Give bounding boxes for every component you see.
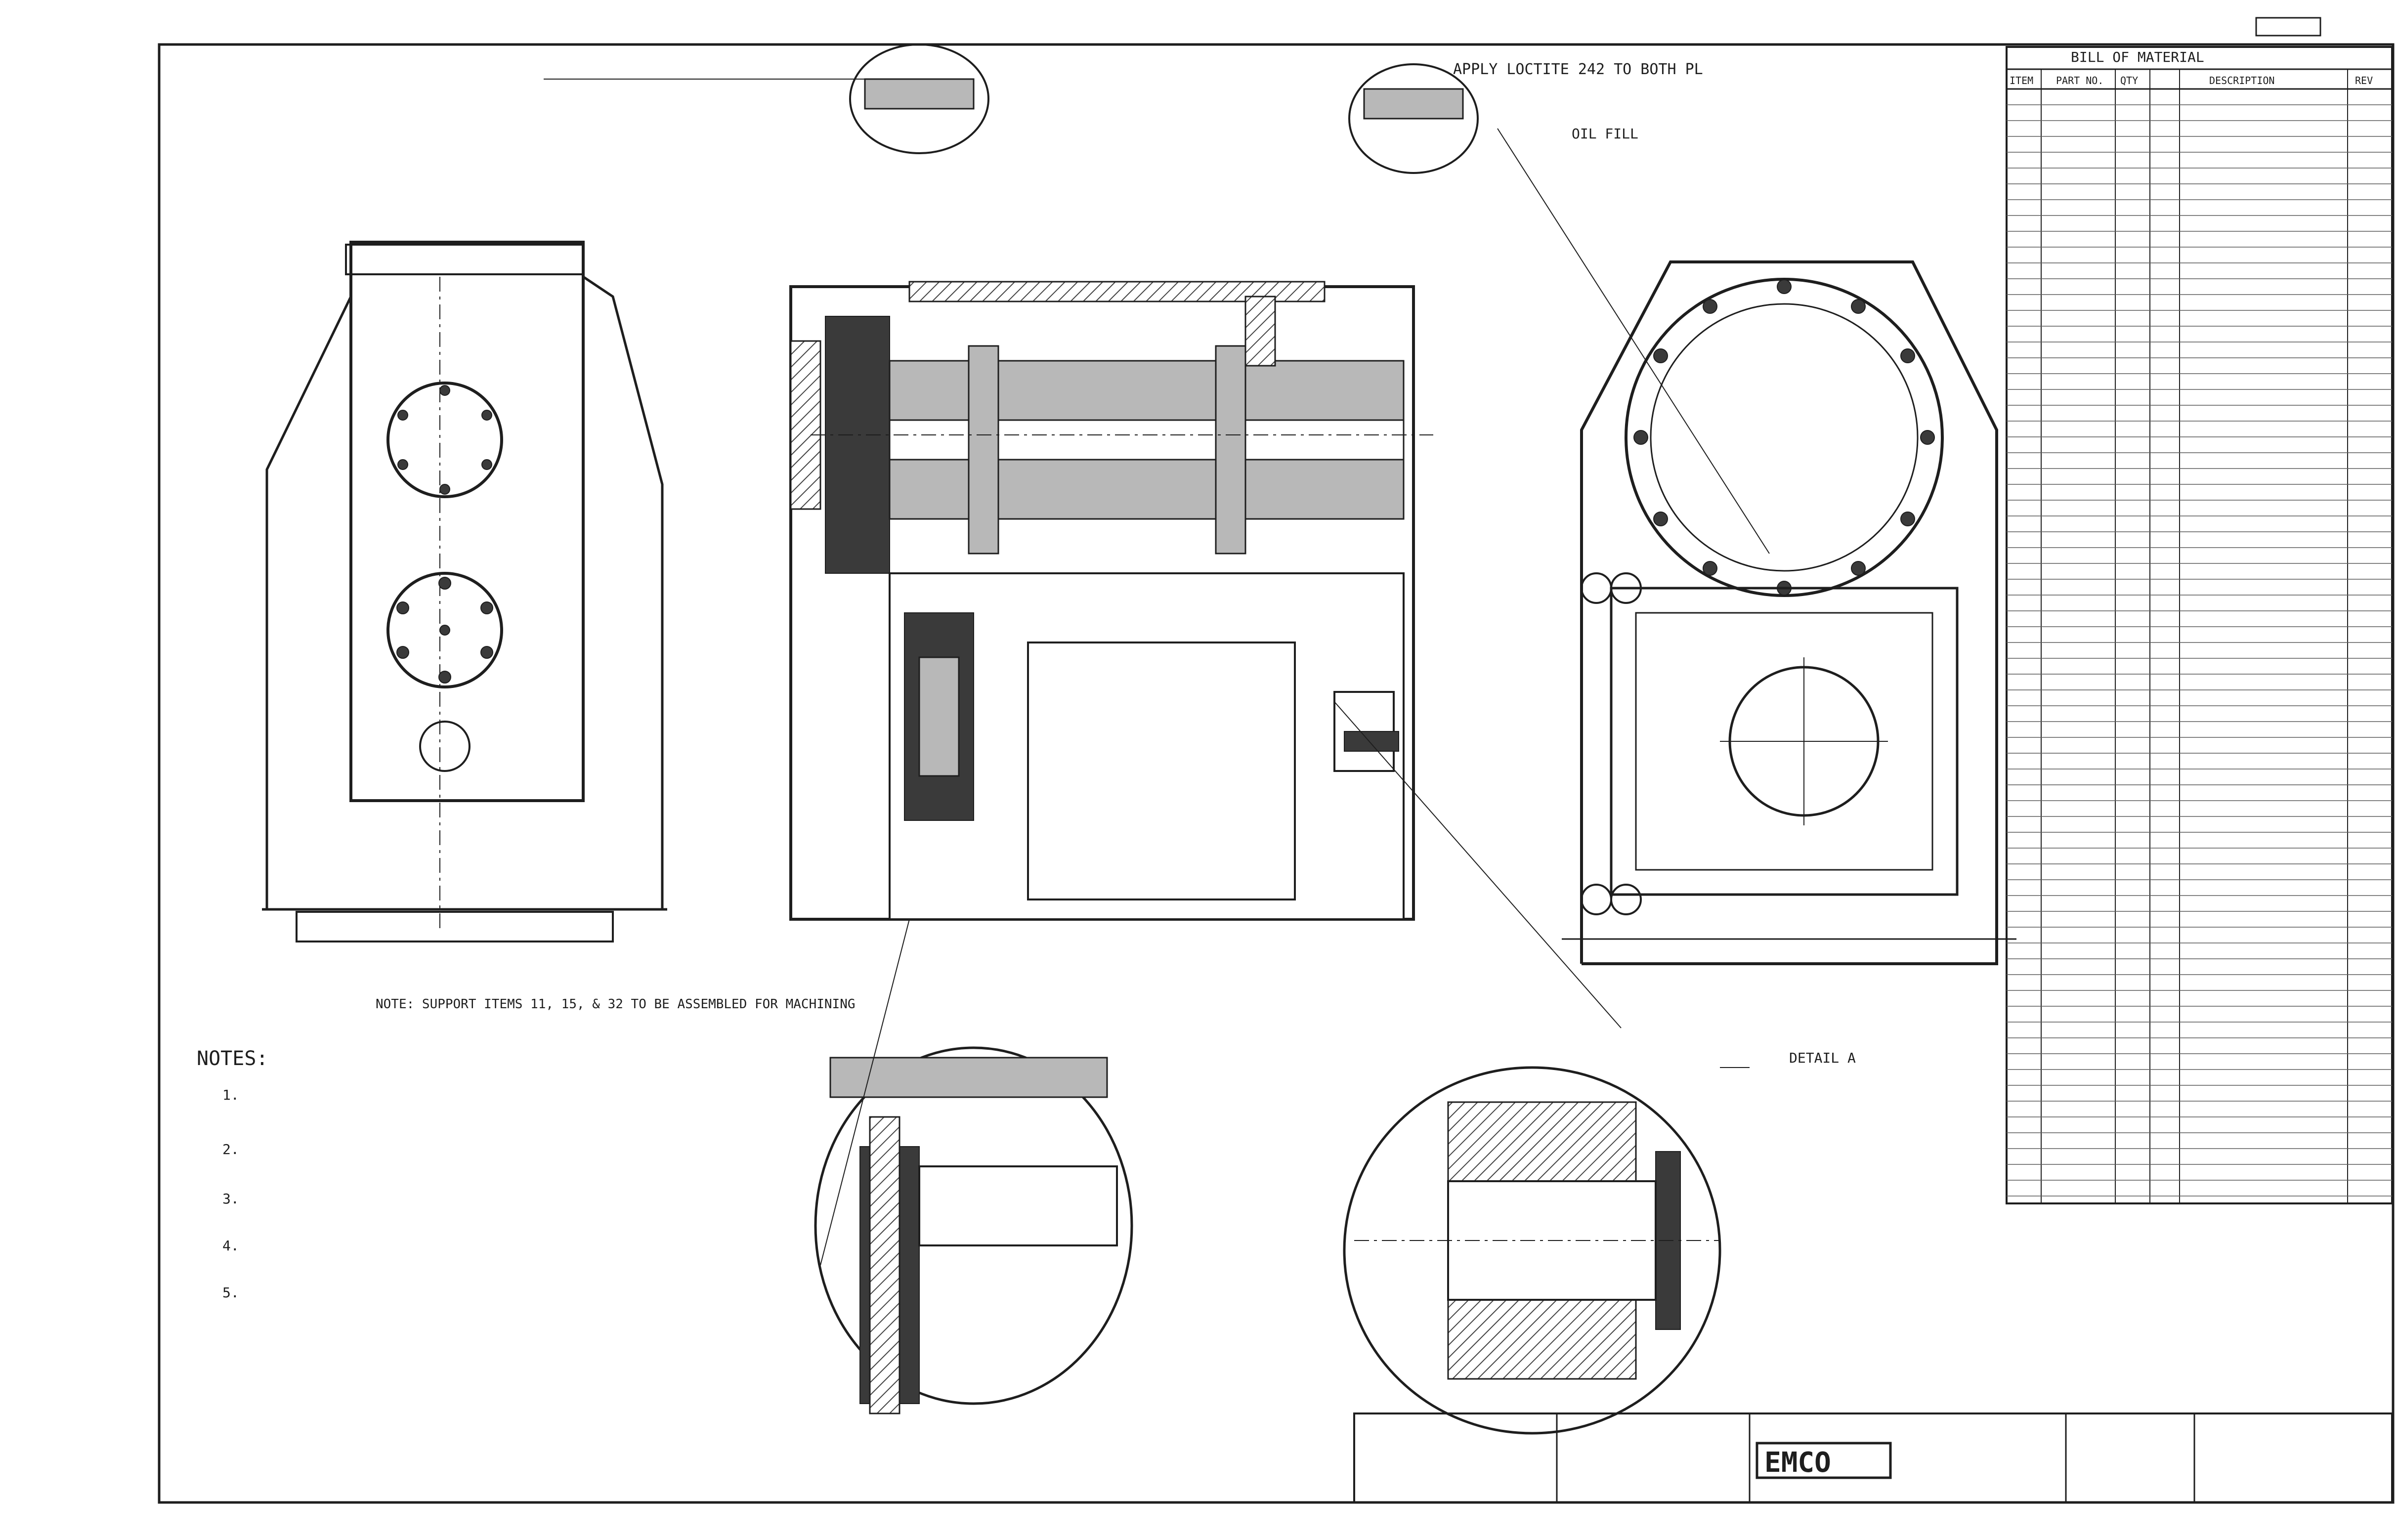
detail-circle-right xyxy=(1343,1066,1721,1435)
note-item-4: 4. xyxy=(222,1238,239,1254)
bom-header-rev: REV xyxy=(2355,75,2373,86)
callout-detail-a: DETAIL A xyxy=(1789,1050,1856,1066)
note-item-2: 2. xyxy=(222,1141,239,1157)
left-side-view xyxy=(262,241,667,942)
bom-header-description: DESCRIPTION xyxy=(2209,75,2274,86)
bom-header-part: PART NO. xyxy=(2056,75,2103,86)
notes-heading: NOTES: xyxy=(197,1047,268,1070)
note-item-1: 1. xyxy=(222,1087,239,1103)
leader-lines xyxy=(544,79,1770,1266)
callout-support-note: NOTE: SUPPORT ITEMS 11, 15, & 32 TO BE A… xyxy=(376,997,856,1012)
notes-list: 1. 2. 3. 4. 5. xyxy=(222,1087,239,1301)
bill-of-material: BILL OF MATERIAL ITEM PART NO. QTY DESCR… xyxy=(2006,46,2393,1204)
top-right-tag-box xyxy=(2255,17,2321,37)
bom-header-qty: QTY xyxy=(2120,75,2138,86)
bom-rows xyxy=(2007,104,2392,1197)
detail-circle-left xyxy=(814,1046,1133,1414)
note-item-3: 3. xyxy=(222,1191,239,1207)
callout-oil-fill: OIL FILL xyxy=(1572,126,1638,142)
title-block: EMCO xyxy=(1353,1412,2393,1503)
center-section-view xyxy=(789,281,1433,921)
bom-title: BILL OF MATERIAL xyxy=(2071,49,2204,65)
bom-header-item: ITEM xyxy=(2010,75,2033,86)
callout-apply-loctite: APPLY LOCTITE 242 TO BOTH PL xyxy=(1453,61,1703,78)
company-logo: EMCO xyxy=(1764,1447,1831,1479)
note-item-5: 5. xyxy=(222,1284,239,1301)
top-detail-bubbles xyxy=(849,43,1479,174)
right-end-view xyxy=(1562,260,2016,965)
